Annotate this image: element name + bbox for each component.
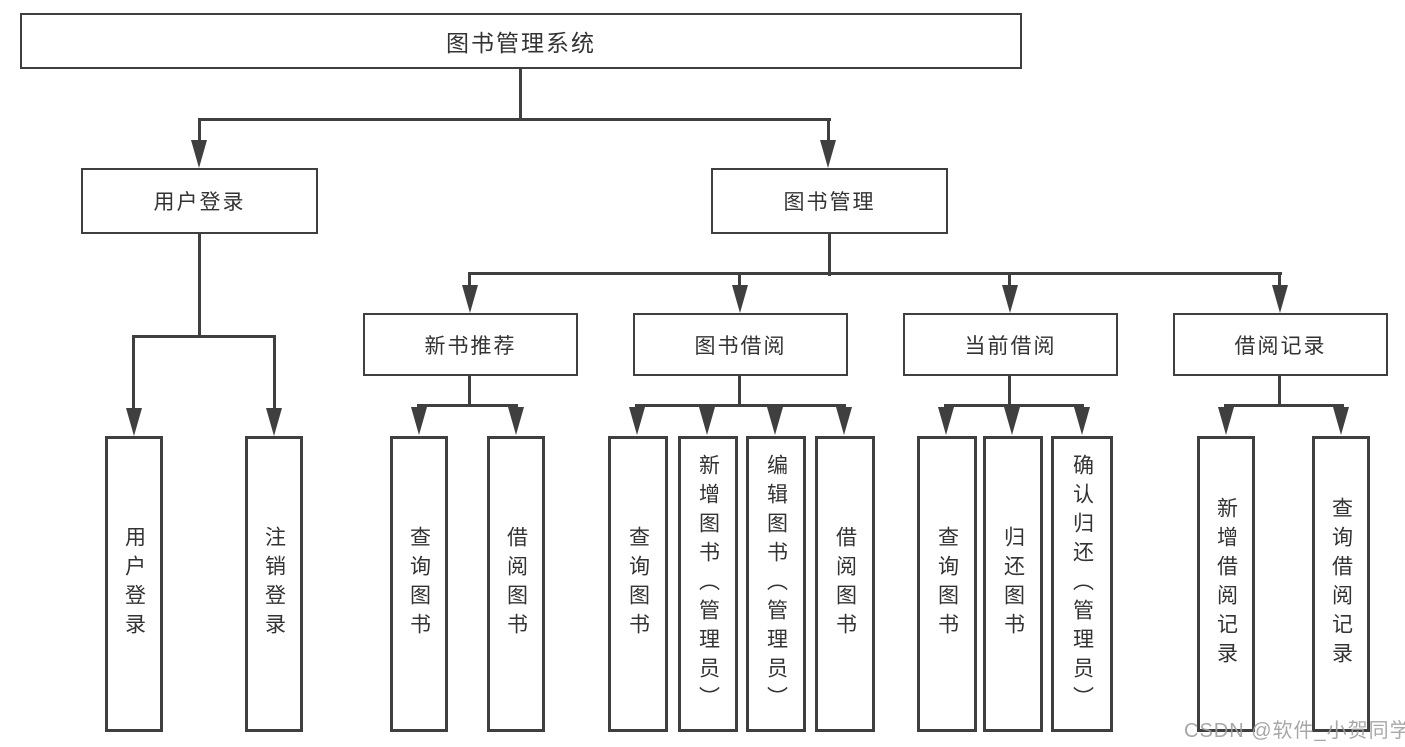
arrow-down-icon [767, 407, 783, 435]
node-book-borrowing: 图书借阅 [633, 313, 848, 376]
node-user-login: 用户登录 [81, 168, 318, 234]
connector-borrowing-stem [738, 374, 741, 407]
node-library-system-label: 图书管理系统 [446, 30, 596, 56]
leaf-borrowing-add-books-admin-label: 新增图书（管理员） [696, 453, 720, 715]
leaf-current-query-books: 查询图书 [917, 436, 977, 732]
arrow-down-icon [732, 285, 748, 313]
arrow-down-icon [938, 407, 954, 435]
node-book-management: 图书管理 [711, 168, 948, 234]
node-book-management-label: 图书管理 [783, 191, 876, 214]
arrow-down-icon [1333, 407, 1349, 435]
leaf-borrowing-query-books-label: 查询图书 [626, 526, 650, 642]
leaf-logout: 注销登录 [245, 436, 303, 732]
arrow-down-icon [1004, 407, 1020, 435]
node-user-login-label: 用户登录 [153, 191, 246, 214]
connector-root-stub-right [827, 118, 830, 146]
leaf-records-query-record: 查询借阅记录 [1312, 436, 1370, 732]
arrow-down-icon [836, 407, 852, 435]
node-library-system: 图书管理系统 [20, 13, 1022, 69]
node-borrow-records: 借阅记录 [1173, 313, 1388, 376]
connector-newrec-stem [468, 374, 471, 407]
leaf-logout-label: 注销登录 [262, 526, 286, 642]
node-new-book-recommend: 新书推荐 [363, 313, 578, 376]
node-current-borrowing-label: 当前借阅 [964, 334, 1057, 358]
leaf-current-query-books-label: 查询图书 [935, 526, 959, 642]
node-current-borrowing: 当前借阅 [903, 313, 1118, 376]
connector-userlogin-stem [198, 232, 201, 338]
node-book-borrowing-label: 图书借阅 [694, 334, 787, 358]
leaf-records-add-record: 新增借阅记录 [1197, 436, 1255, 732]
leaf-user-login: 用户登录 [105, 436, 163, 732]
arrow-down-icon [1272, 285, 1288, 313]
arrow-down-icon [191, 140, 207, 168]
arrow-down-icon [699, 407, 715, 435]
arrow-down-icon [411, 407, 427, 435]
connector-current-stem [1008, 374, 1011, 407]
leaf-current-confirm-return-admin: 确认归还（管理员） [1051, 436, 1113, 732]
leaf-current-confirm-return-admin-label: 确认归还（管理员） [1070, 453, 1094, 715]
arrow-down-icon [820, 140, 836, 168]
arrow-down-icon [1218, 407, 1234, 435]
arrow-down-icon [126, 408, 142, 436]
connector-records-stem [1278, 374, 1281, 407]
leaf-records-query-record-label: 查询借阅记录 [1329, 497, 1353, 671]
connector-newrec-bar [417, 404, 518, 407]
connector-bookmgmt-stub-1 [468, 272, 471, 290]
node-borrow-records-label: 借阅记录 [1234, 334, 1327, 358]
leaf-borrowing-add-books-admin: 新增图书（管理员） [678, 436, 738, 732]
arrow-down-icon [462, 285, 478, 313]
arrow-down-icon [1002, 285, 1018, 313]
arrow-down-icon [629, 407, 645, 435]
connector-bookmgmt-bar [468, 272, 1282, 275]
leaf-newrec-borrow-books: 借阅图书 [487, 436, 545, 732]
connector-root-stub-left [198, 118, 201, 146]
leaf-borrowing-query-books: 查询图书 [608, 436, 668, 732]
connector-current-bar [944, 404, 1084, 407]
leaf-newrec-query-books: 查询图书 [390, 436, 448, 732]
arrow-down-icon [266, 408, 282, 436]
connector-bookmgmt-stem [828, 232, 831, 276]
leaf-newrec-borrow-books-label: 借阅图书 [504, 526, 528, 642]
leaf-borrowing-borrow-books-label: 借阅图书 [833, 526, 857, 642]
connector-records-bar [1224, 404, 1344, 407]
connector-bookmgmt-stub-2 [738, 272, 741, 290]
connector-borrowing-bar [635, 404, 846, 407]
connector-userlogin-stub-left [132, 335, 135, 413]
connector-bookmgmt-stub-3 [1008, 272, 1011, 290]
leaf-user-login-label: 用户登录 [122, 526, 146, 642]
node-new-book-recommend-label: 新书推荐 [424, 334, 517, 358]
leaf-borrowing-edit-books-admin: 编辑图书（管理员） [746, 436, 806, 732]
connector-userlogin-stub-right [273, 335, 276, 413]
arrow-down-icon [508, 407, 524, 435]
arrow-down-icon [1074, 407, 1090, 435]
leaf-borrowing-borrow-books: 借阅图书 [815, 436, 875, 732]
connector-root-stem [519, 67, 522, 120]
leaf-newrec-query-books-label: 查询图书 [407, 526, 431, 642]
connector-bookmgmt-stub-4 [1278, 272, 1281, 290]
leaf-current-return-books: 归还图书 [983, 436, 1043, 732]
connector-userlogin-bar [132, 335, 276, 338]
leaf-current-return-books-label: 归还图书 [1001, 526, 1025, 642]
leaf-records-add-record-label: 新增借阅记录 [1214, 497, 1238, 671]
connector-root-bar [198, 118, 831, 121]
leaf-borrowing-edit-books-admin-label: 编辑图书（管理员） [764, 453, 788, 715]
csdn-watermark: CSDN @软件_小贺同学 [1184, 720, 1405, 742]
